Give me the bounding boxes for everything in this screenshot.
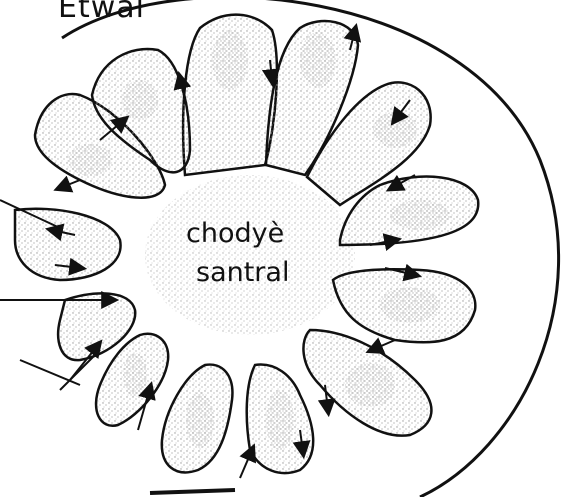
star-surface-bottom bbox=[150, 490, 235, 493]
arrow-11 bbox=[240, 450, 252, 478]
arrow-8 bbox=[372, 340, 395, 350]
center-label-line-1: chodyè bbox=[186, 218, 284, 249]
arrow-17 bbox=[60, 180, 80, 188]
cell-11 bbox=[15, 209, 121, 280]
core-stipple bbox=[145, 175, 355, 335]
star-label: Etwal bbox=[58, 0, 145, 25]
center-label-line-2: santral bbox=[196, 257, 289, 288]
